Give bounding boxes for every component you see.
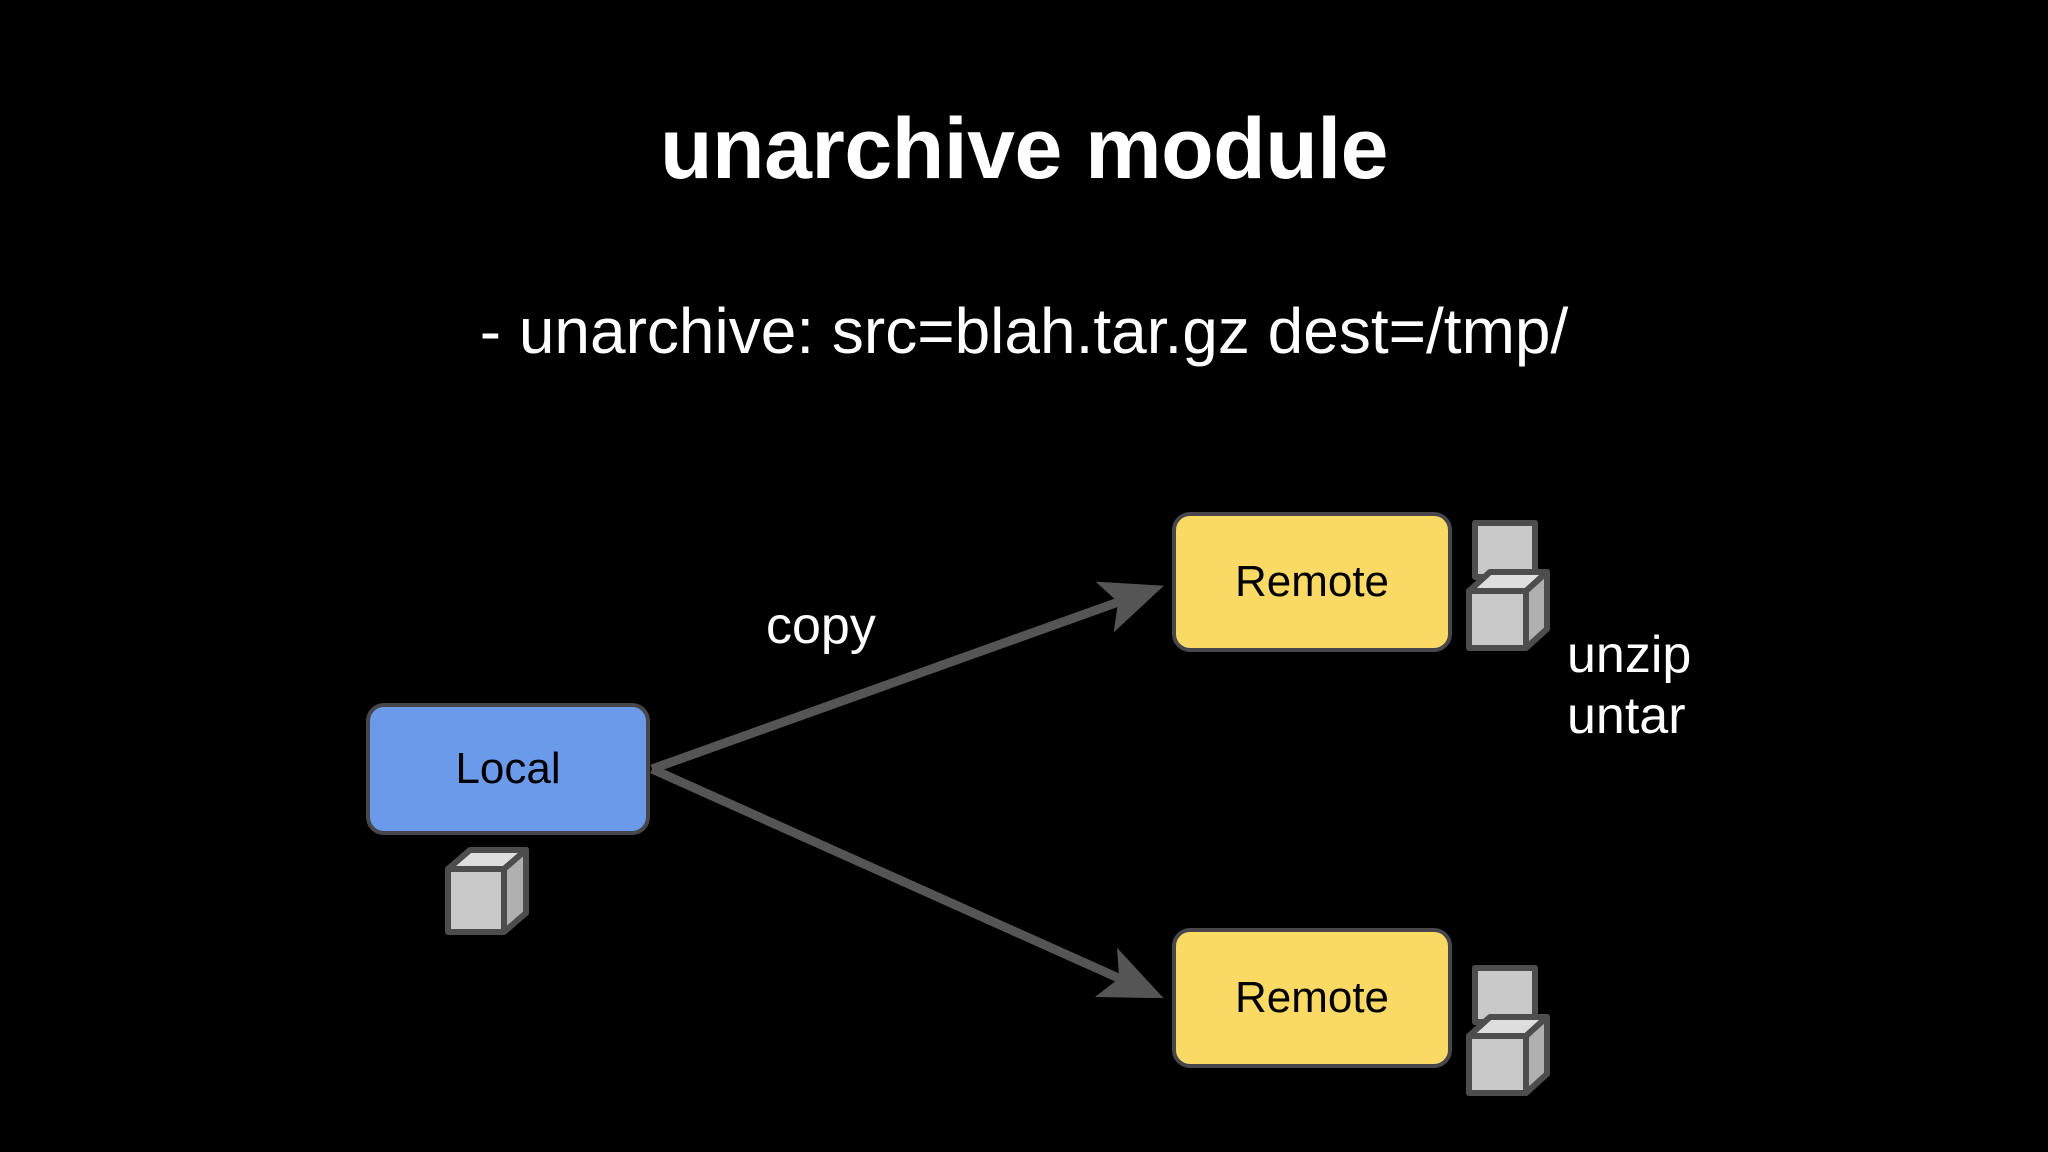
edge-local-to-remote-top	[650, 581, 1164, 774]
node-remote-top-label: Remote	[1234, 557, 1390, 606]
action-label-unzip-untar: unzip untar	[1567, 625, 1691, 748]
open-box-icon	[1466, 965, 1550, 1096]
open-box-icon	[1466, 520, 1550, 651]
closed-cube-icon	[445, 847, 529, 935]
node-remote-bottom[interactable]: Remote	[1172, 928, 1452, 1068]
page-title: unarchive module	[660, 101, 1388, 197]
node-remote-top[interactable]: Remote	[1172, 512, 1452, 652]
node-local[interactable]: Local	[366, 703, 650, 835]
node-local-label: Local	[455, 744, 561, 793]
action-label-unzip: unzip	[1567, 626, 1692, 684]
edge-local-to-remote-bottom	[650, 764, 1164, 999]
yaml-task-line: - unarchive: src=blah.tar.gz dest=/tmp/	[479, 295, 1569, 367]
edge-label-copy: copy	[766, 597, 876, 655]
action-label-untar: untar	[1567, 687, 1686, 746]
node-remote-bottom-label: Remote	[1234, 973, 1390, 1022]
